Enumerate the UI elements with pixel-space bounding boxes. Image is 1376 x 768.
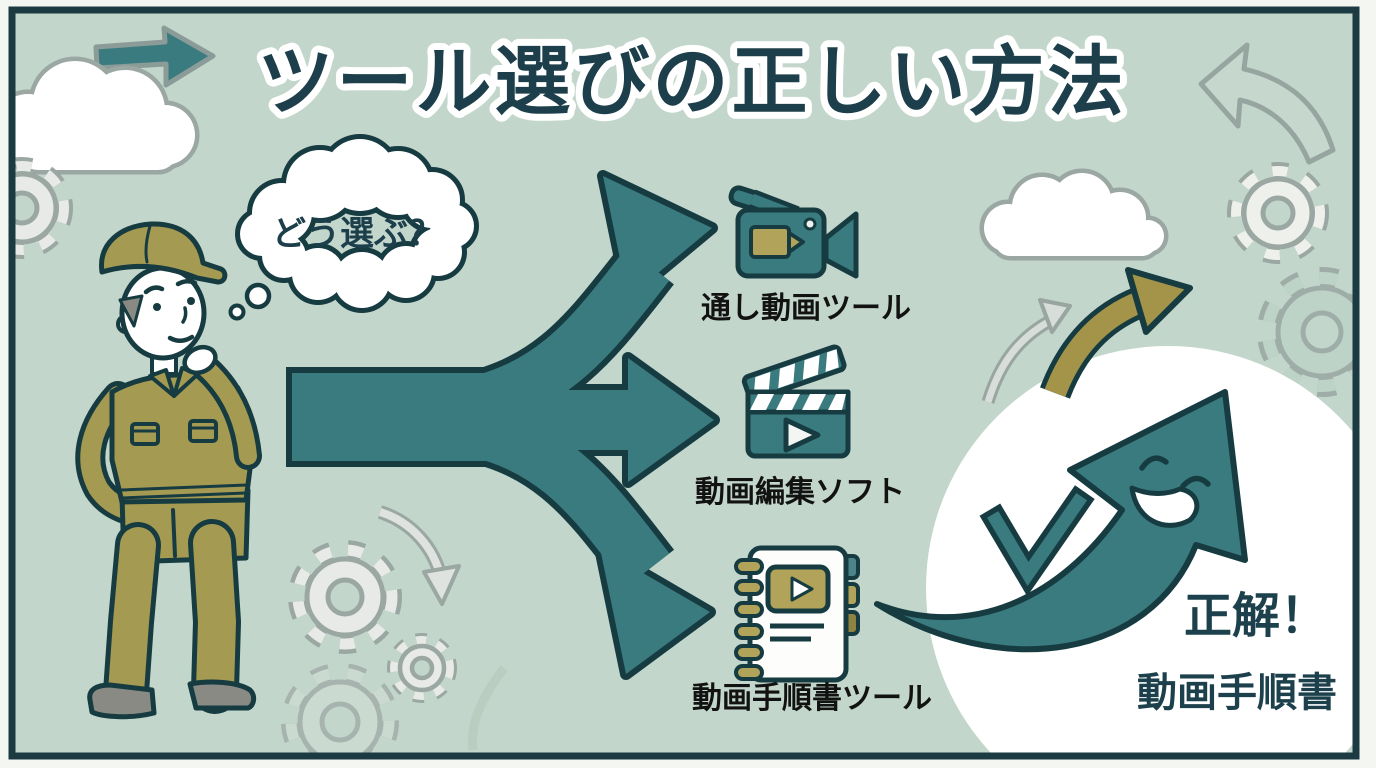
result-badge-text: 正解！ bbox=[1184, 588, 1328, 644]
gear-icon bbox=[1227, 162, 1329, 264]
gear-icon bbox=[281, 663, 399, 756]
thought-bubble-text: どう選ぶ？ bbox=[272, 214, 442, 254]
shoe bbox=[87, 682, 157, 720]
clapperboard-icon bbox=[741, 344, 851, 459]
cloud-icon bbox=[979, 168, 1169, 261]
video-camera-icon bbox=[728, 185, 859, 279]
option-video-manual: 動画手順書ツール bbox=[692, 545, 932, 716]
hand bbox=[182, 344, 218, 376]
worker-character bbox=[75, 221, 262, 720]
smiley-face bbox=[1129, 455, 1211, 528]
result-highlight: 正解！ 動画手順書 bbox=[874, 267, 1356, 756]
cap bbox=[99, 221, 228, 285]
check-icon bbox=[979, 485, 1095, 597]
fork-arrows bbox=[286, 170, 720, 680]
result-label-text: 動画手順書 bbox=[1137, 670, 1337, 716]
cloud-icon bbox=[12, 56, 200, 175]
option-through-video: 通し動画ツール bbox=[701, 185, 911, 326]
right-arrow-icon bbox=[93, 25, 216, 88]
bent-arrow-icon bbox=[1198, 42, 1336, 165]
background-decor bbox=[12, 25, 1356, 756]
gear-icon bbox=[12, 157, 73, 259]
hair bbox=[118, 294, 144, 328]
gold-curved-arrow-icon bbox=[1040, 267, 1193, 399]
shoe bbox=[187, 679, 257, 711]
option-video-editing: 動画編集ソフト bbox=[695, 344, 905, 510]
curved-arrow-icon bbox=[981, 298, 1072, 404]
option-label: 通し動画ツール bbox=[701, 291, 911, 326]
option-label: 動画編集ソフト bbox=[695, 475, 905, 510]
frame-border bbox=[8, 6, 1360, 760]
page-title: ツール選びの正しい方法 bbox=[258, 37, 1127, 126]
gear-icon bbox=[1257, 267, 1356, 397]
gear-icon bbox=[288, 540, 402, 654]
video-manual-notebook-icon bbox=[734, 545, 860, 683]
thought-bubble: どう選ぶ？ bbox=[228, 134, 479, 321]
curved-arrow-icon bbox=[377, 505, 461, 606]
gear-icon bbox=[387, 633, 457, 703]
decor-curve bbox=[467, 665, 508, 751]
option-label: 動画手順書ツール bbox=[692, 681, 932, 716]
